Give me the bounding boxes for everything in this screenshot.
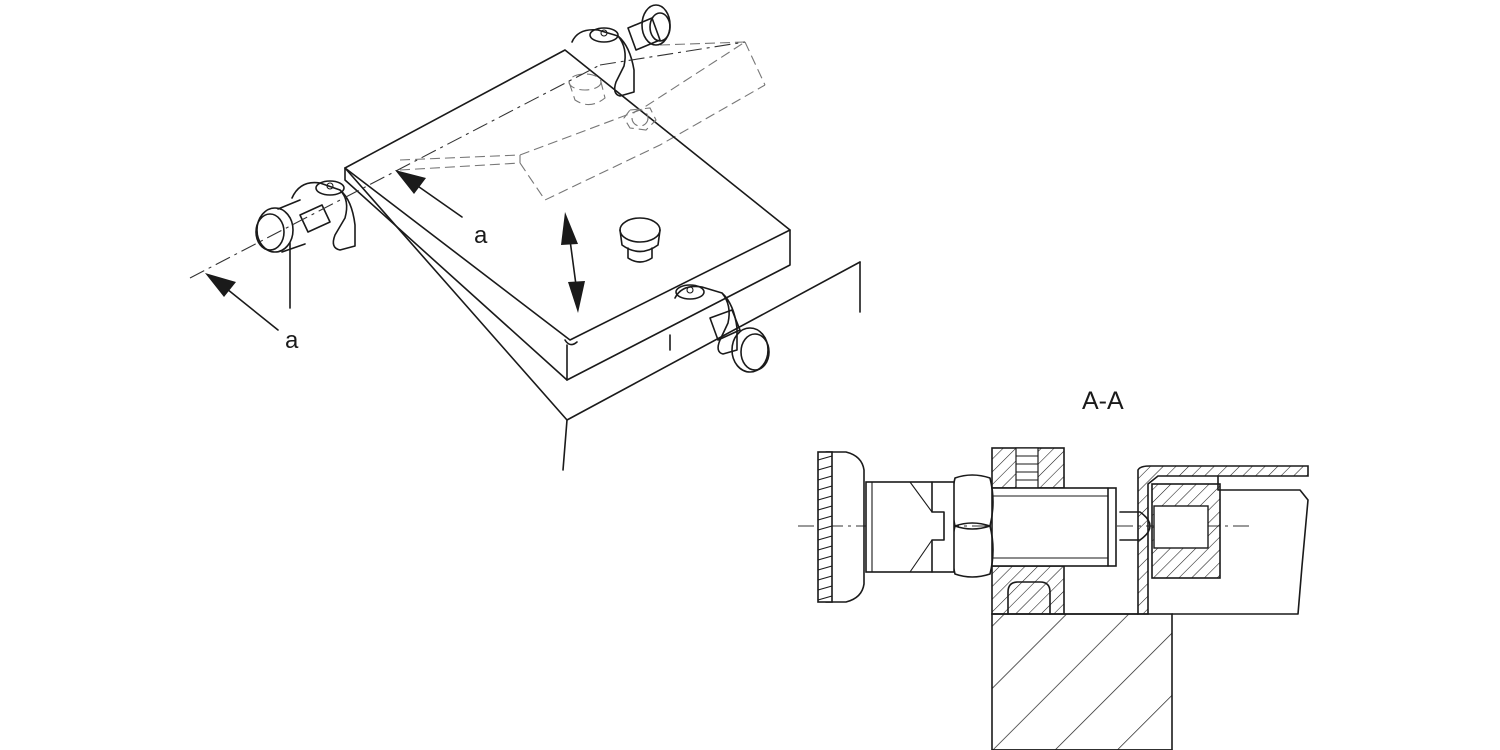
screw-shaft bbox=[991, 487, 1151, 567]
hidden-pin bbox=[568, 73, 657, 131]
tilt-arrow bbox=[561, 212, 585, 313]
adjusting-screw-top bbox=[571, 4, 671, 97]
adjusting-screw-right bbox=[669, 284, 770, 373]
arrow-label-upper: a bbox=[474, 222, 488, 249]
hidden-workpiece-outline bbox=[399, 41, 766, 201]
section-arrow-lower bbox=[205, 273, 279, 331]
section-arrow-upper bbox=[395, 170, 463, 218]
threaded-insert bbox=[1151, 483, 1221, 579]
section-view: A-A bbox=[798, 387, 1309, 750]
arrow-label-lower: a bbox=[285, 327, 299, 354]
base-table bbox=[289, 167, 861, 471]
knurl-pattern bbox=[817, 455, 833, 601]
center-pin bbox=[619, 217, 661, 263]
adjusting-screw-left bbox=[255, 180, 356, 253]
knob-shank bbox=[865, 481, 955, 573]
isometric-view: a a bbox=[189, 4, 861, 471]
section-title: A-A bbox=[1082, 387, 1124, 415]
base-block bbox=[991, 613, 1173, 750]
knurled-knob bbox=[817, 451, 865, 603]
bracket-housing bbox=[991, 447, 1065, 615]
section-line bbox=[189, 41, 746, 279]
tilting-plate bbox=[344, 49, 791, 381]
